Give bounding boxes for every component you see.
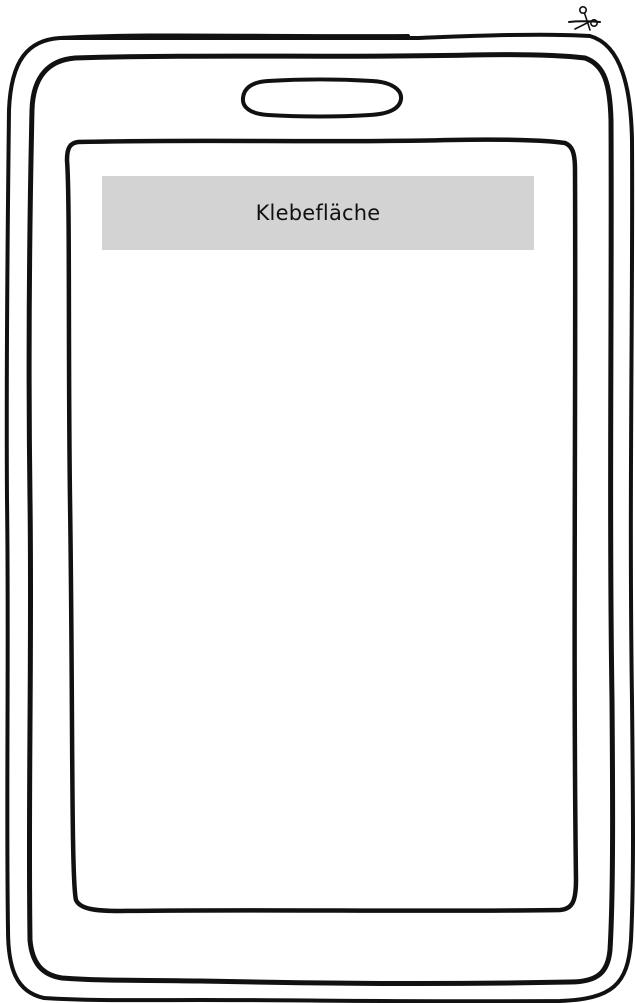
glue-area-label: Klebefläche: [255, 201, 381, 225]
phone-body-line: [26, 52, 616, 987]
screen-outline: [64, 137, 579, 914]
glue-area: Klebefläche: [102, 176, 534, 250]
speaker-slot: [240, 77, 404, 119]
scissors-icon: [574, 5, 598, 31]
phone-outer-cut-line: [4, 32, 635, 1003]
